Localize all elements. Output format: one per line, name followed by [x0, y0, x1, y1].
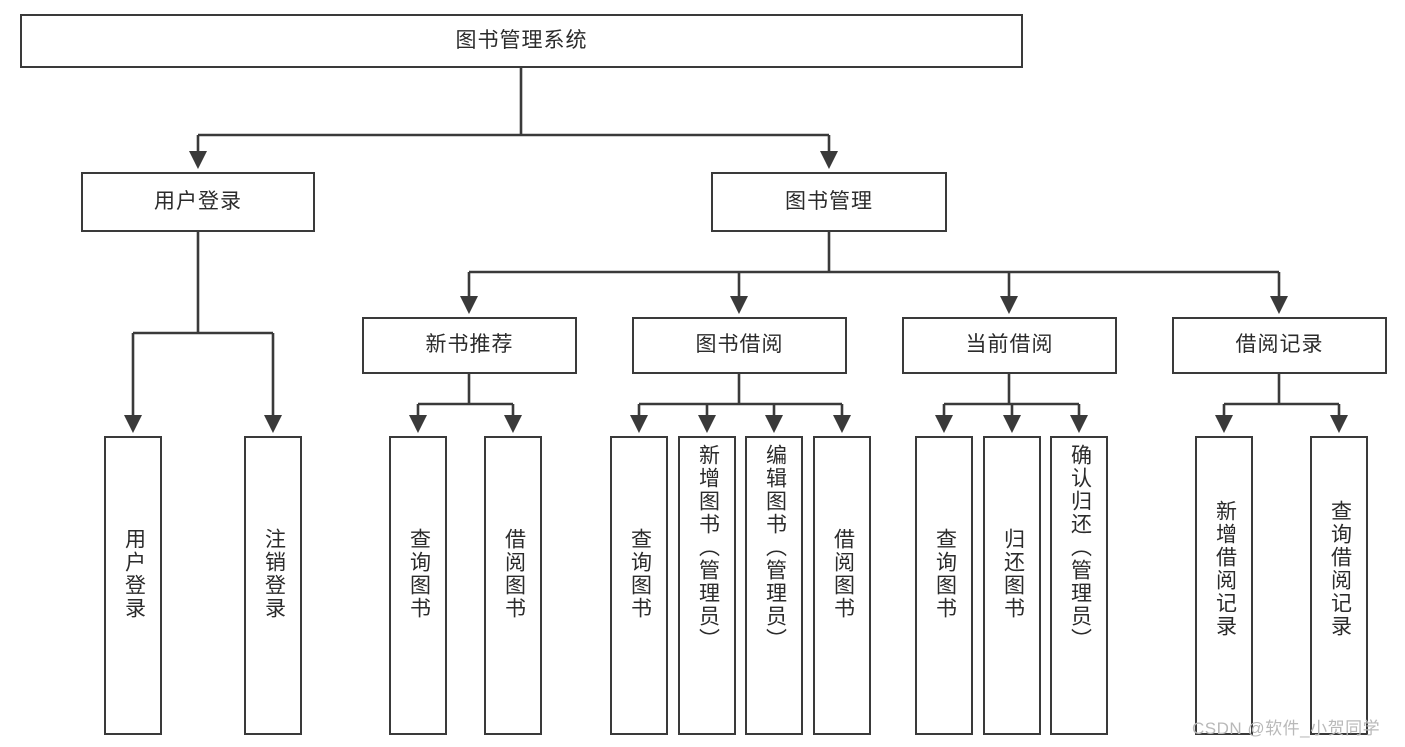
node-leaf-logout-label: 注销登录	[262, 528, 286, 620]
csdn-watermark: CSDN @软件_小贺同学	[1192, 719, 1381, 738]
node-leaf-return-book[interactable]: 归还图书	[983, 436, 1041, 735]
node-book-borrow-label: 图书借阅	[695, 333, 784, 357]
node-leaf-add-book[interactable]: 新增图书（管理员）	[678, 436, 736, 735]
node-new-book-recommend-label: 新书推荐	[425, 333, 514, 357]
node-current-borrow[interactable]: 当前借阅	[902, 317, 1117, 374]
node-leaf-borrow-book-1[interactable]: 借阅图书	[484, 436, 542, 735]
node-leaf-query-record-label: 查询借阅记录	[1328, 500, 1352, 638]
node-new-book-recommend[interactable]: 新书推荐	[362, 317, 577, 374]
node-leaf-return-book-label: 归还图书	[1001, 528, 1025, 620]
node-book-borrow[interactable]: 图书借阅	[632, 317, 847, 374]
node-leaf-add-book-label: 新增图书（管理员）	[696, 444, 720, 651]
node-leaf-edit-book[interactable]: 编辑图书（管理员）	[745, 436, 803, 735]
node-leaf-query-book-3[interactable]: 查询图书	[915, 436, 973, 735]
node-leaf-query-book-2[interactable]: 查询图书	[610, 436, 668, 735]
node-leaf-query-record[interactable]: 查询借阅记录	[1310, 436, 1368, 735]
node-borrow-record-label: 借阅记录	[1235, 333, 1324, 357]
node-root-label: 图书管理系统	[455, 28, 588, 52]
node-leaf-add-record-label: 新增借阅记录	[1213, 500, 1237, 638]
node-leaf-borrow-book-2-label: 借阅图书	[831, 528, 855, 620]
node-leaf-borrow-book-1-label: 借阅图书	[502, 528, 526, 620]
node-leaf-query-book-3-label: 查询图书	[933, 528, 957, 620]
node-leaf-edit-book-label: 编辑图书（管理员）	[763, 444, 787, 651]
node-leaf-query-book-2-label: 查询图书	[628, 528, 652, 620]
node-borrow-record[interactable]: 借阅记录	[1172, 317, 1387, 374]
node-leaf-confirm-return[interactable]: 确认归还（管理员）	[1050, 436, 1108, 735]
node-leaf-query-book-1[interactable]: 查询图书	[389, 436, 447, 735]
node-leaf-user-login[interactable]: 用户登录	[104, 436, 162, 735]
node-leaf-query-book-1-label: 查询图书	[407, 528, 431, 620]
node-current-borrow-label: 当前借阅	[965, 333, 1054, 357]
node-book-manage[interactable]: 图书管理	[711, 172, 947, 232]
node-leaf-borrow-book-2[interactable]: 借阅图书	[813, 436, 871, 735]
node-leaf-user-login-label: 用户登录	[122, 528, 146, 620]
node-user-login-label: 用户登录	[154, 189, 242, 213]
node-root[interactable]: 图书管理系统	[20, 14, 1023, 68]
node-leaf-logout[interactable]: 注销登录	[244, 436, 302, 735]
node-book-manage-label: 图书管理	[785, 189, 873, 213]
node-user-login[interactable]: 用户登录	[81, 172, 315, 232]
node-leaf-add-record[interactable]: 新增借阅记录	[1195, 436, 1253, 735]
node-leaf-confirm-return-label: 确认归还（管理员）	[1068, 444, 1092, 651]
